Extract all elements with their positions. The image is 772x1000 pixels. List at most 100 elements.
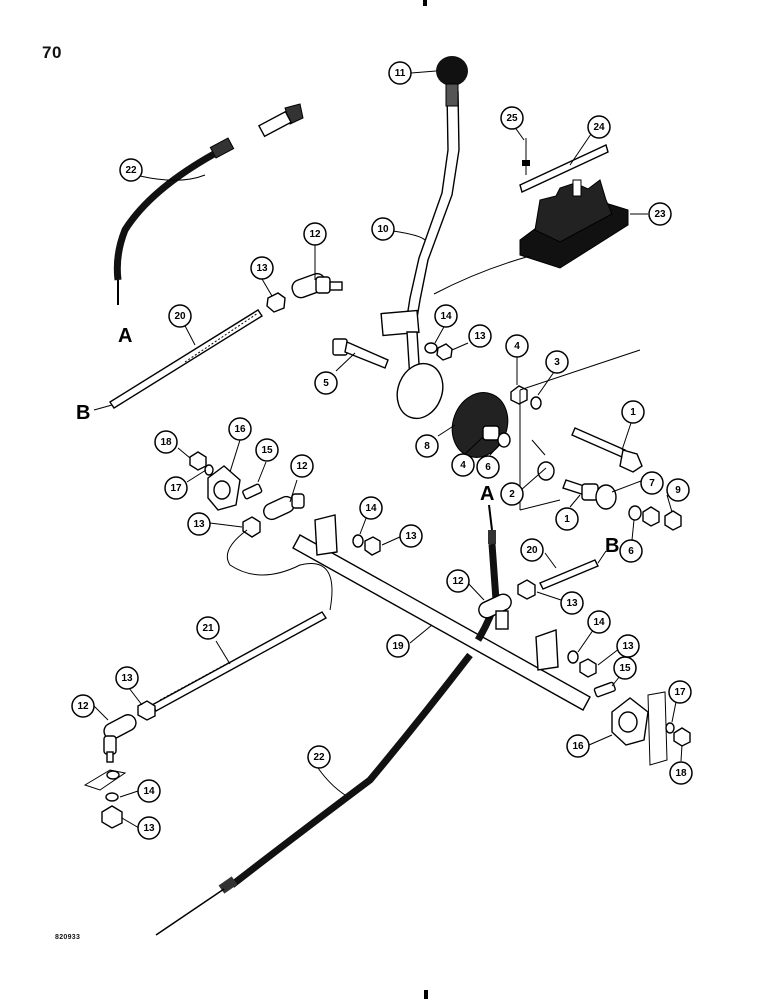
washer-17-lower — [665, 722, 675, 734]
callout-circle — [154, 430, 178, 454]
callout-circle — [500, 482, 524, 506]
callout-4: 4 — [505, 334, 529, 358]
callout-8: 8 — [415, 434, 439, 458]
connection-letter-a-middle: A — [480, 483, 494, 505]
callout-label: 1 — [564, 514, 570, 525]
callout-20: 20 — [520, 538, 544, 562]
callout-11: 11 — [388, 61, 412, 85]
mounting-panel-lower — [647, 691, 668, 766]
callout-circle — [434, 304, 458, 328]
callout-circle — [566, 734, 590, 758]
callout-19: 19 — [386, 634, 410, 658]
callout-circle — [648, 202, 672, 226]
callout-2: 2 — [500, 482, 524, 506]
shift-lever-10 — [380, 91, 460, 381]
ball-joint-12-lowerleft — [103, 714, 137, 763]
callout-4: 4 — [451, 453, 475, 477]
callout-label: 16 — [234, 424, 246, 435]
callout-13: 13 — [399, 524, 423, 548]
callout-circle — [255, 438, 279, 462]
callout-label: 17 — [170, 483, 182, 494]
callout-circle — [386, 634, 410, 658]
cross-shaft-19 — [292, 514, 591, 711]
callout-circle — [613, 656, 637, 680]
nut-18-lower — [673, 727, 691, 747]
callout-circle — [196, 616, 220, 640]
callout-22: 22 — [119, 158, 143, 182]
page-mark-top — [423, 0, 427, 6]
callout-label: 4 — [514, 341, 520, 352]
nut-13-shaft — [364, 536, 381, 556]
callout-13: 13 — [137, 816, 161, 840]
callout-label: 14 — [365, 503, 377, 514]
callout-circle — [137, 816, 161, 840]
callout-label: 13 — [193, 519, 205, 530]
callout-18: 18 — [154, 430, 178, 454]
spacer — [482, 425, 500, 441]
callout-circle — [619, 539, 643, 563]
nut-13-midleft — [242, 516, 261, 538]
callout-12: 12 — [446, 569, 470, 593]
callout-label: 22 — [313, 752, 325, 763]
callout-circle — [669, 761, 693, 785]
callout-label: 1 — [630, 407, 636, 418]
callout-21: 21 — [196, 616, 220, 640]
callout-label: 6 — [628, 546, 634, 557]
washer-17-upper — [204, 464, 214, 476]
callout-label: 12 — [309, 229, 321, 240]
callout-label: 6 — [485, 462, 491, 473]
callout-3: 3 — [545, 350, 569, 374]
callout-circle — [187, 512, 211, 536]
callout-label: 12 — [296, 461, 308, 472]
cam-7 — [595, 484, 617, 510]
callout-label: 13 — [622, 641, 634, 652]
nut-13-lever — [436, 343, 453, 361]
rod-20-upper — [93, 309, 263, 411]
callout-17: 17 — [668, 680, 692, 704]
callout-circle — [545, 350, 569, 374]
callout-5: 5 — [314, 371, 338, 395]
callout-25: 25 — [500, 106, 524, 130]
callout-circle — [415, 434, 439, 458]
callout-label: 17 — [674, 687, 686, 698]
connection-letter-b-left: B — [76, 402, 90, 424]
lever-arm-lowerleft — [83, 769, 127, 791]
ball-joint-12-midleft — [263, 493, 305, 521]
callout-label: 4 — [460, 460, 466, 471]
bearing-16-lower — [611, 697, 649, 746]
callout-circle — [71, 694, 95, 718]
callout-label: 13 — [256, 263, 268, 274]
callout-16: 16 — [228, 417, 252, 441]
callout-label: 8 — [424, 441, 430, 452]
callout-label: 16 — [572, 741, 584, 752]
strap-24 — [519, 144, 609, 193]
callout-label: 15 — [619, 663, 631, 674]
bearing-16-upper — [207, 465, 241, 511]
callout-circle — [290, 454, 314, 478]
callout-7: 7 — [640, 471, 664, 495]
callout-circle — [446, 569, 470, 593]
callout-circle — [168, 304, 192, 328]
callout-circle — [137, 779, 161, 803]
callout-circle — [468, 324, 492, 348]
callout-label: 14 — [143, 786, 155, 797]
nut-9a — [642, 506, 660, 527]
connection-letter-a-upper: A — [118, 325, 132, 347]
bolt-5 — [332, 338, 389, 369]
callout-circle — [371, 217, 395, 241]
callout-label: 2 — [509, 489, 515, 500]
callout-label: 20 — [174, 311, 186, 322]
callout-label: 20 — [526, 545, 538, 556]
connection-letter-b-right: B — [605, 535, 619, 557]
callout-6: 6 — [619, 539, 643, 563]
callout-label: 24 — [593, 122, 605, 133]
callout-label: 15 — [261, 445, 273, 456]
ball-joint-12-upper — [291, 272, 343, 299]
washer-3 — [530, 396, 542, 410]
callout-13: 13 — [560, 591, 584, 615]
callout-label: 10 — [377, 224, 389, 235]
callout-10: 10 — [371, 217, 395, 241]
callout-15: 15 — [613, 656, 637, 680]
callout-12: 12 — [290, 454, 314, 478]
callout-label: 18 — [675, 768, 687, 779]
